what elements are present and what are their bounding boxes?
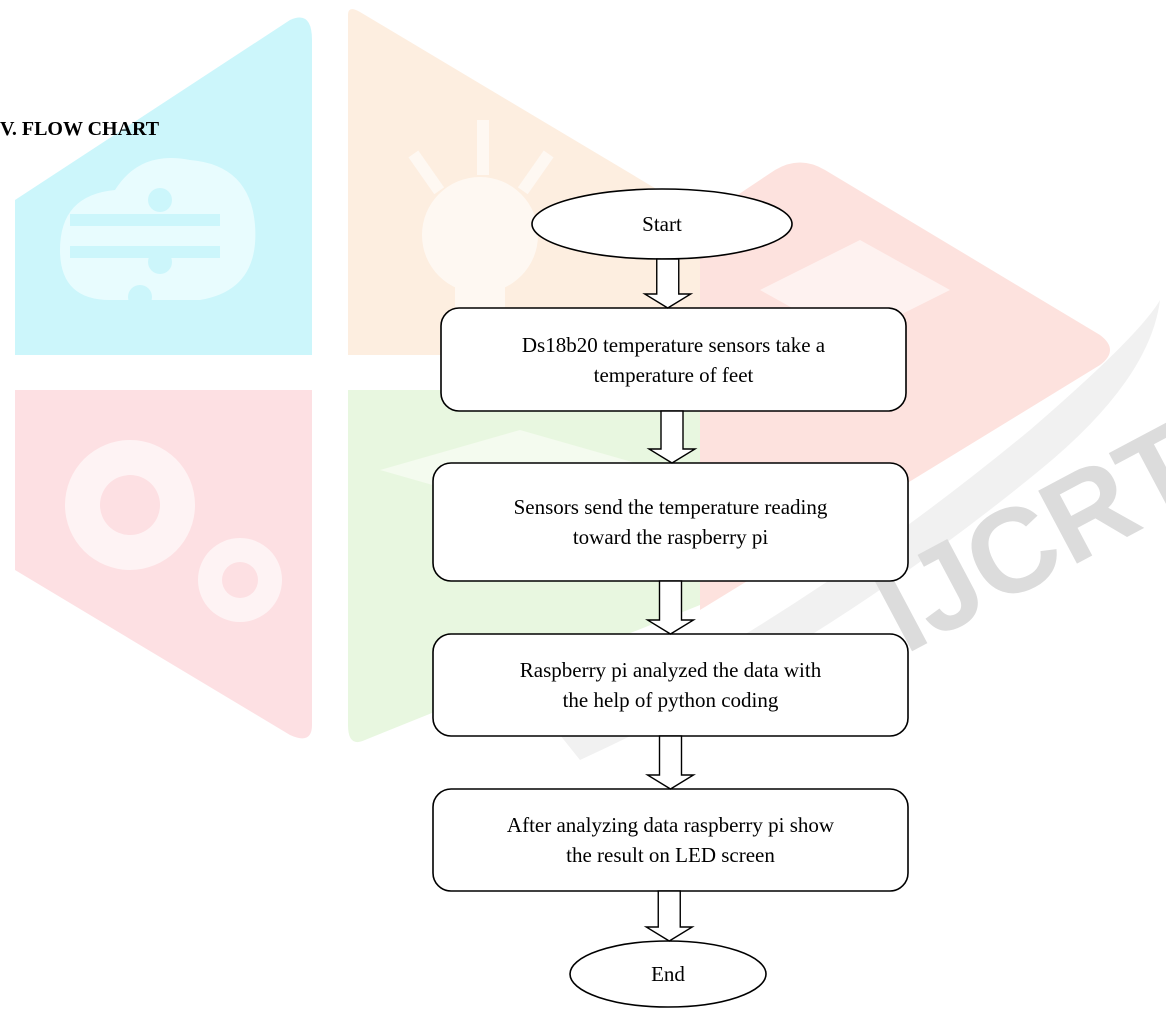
gears-icon xyxy=(15,390,312,739)
flow-arrow-1 xyxy=(642,258,694,309)
flow-arrow-3 xyxy=(645,580,696,635)
cloud-circuit-icon xyxy=(15,17,312,355)
lightbulb-icon xyxy=(348,9,700,356)
step-4-label: After analyzing data raspberry pi show t… xyxy=(506,813,835,867)
flow-arrow-2 xyxy=(646,410,698,464)
start-label: Start xyxy=(642,212,682,236)
step-2-label: Sensors send the temperature reading tow… xyxy=(513,495,828,549)
end-label: End xyxy=(651,962,685,986)
step-1-label: Ds18b20 temperature sensors take a tempe… xyxy=(521,332,826,387)
section-heading: V. FLOW CHART xyxy=(0,118,160,140)
step-3-label: Raspberry pi analyzed the data with the … xyxy=(519,658,822,712)
flow-arrow-5 xyxy=(643,890,695,942)
flow-arrow-4 xyxy=(645,735,696,790)
